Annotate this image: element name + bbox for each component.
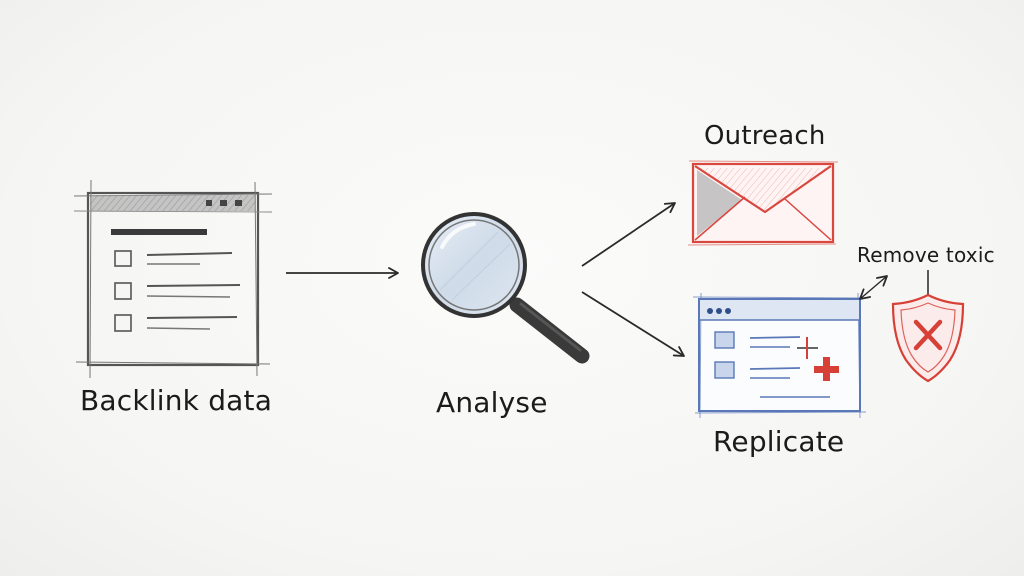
arrow-analyse-to-replicate (581, 291, 685, 357)
replicate-label: Replicate (713, 425, 845, 458)
arrow-replicate-remove-toxic (859, 275, 888, 300)
arrow-analyse-to-outreach (581, 202, 676, 267)
magnifying-glass-icon (421, 212, 590, 364)
analyse-label: Analyse (436, 386, 548, 419)
envelope-icon (687, 160, 839, 246)
remove-toxic-label: Remove toxic (857, 243, 995, 267)
shield-x-icon (891, 270, 965, 383)
backlink-data-label: Backlink data (80, 384, 273, 417)
outreach-label: Outreach (704, 121, 826, 151)
browser-window-plus-icon (692, 292, 867, 419)
browser-window-list-icon (73, 179, 273, 379)
